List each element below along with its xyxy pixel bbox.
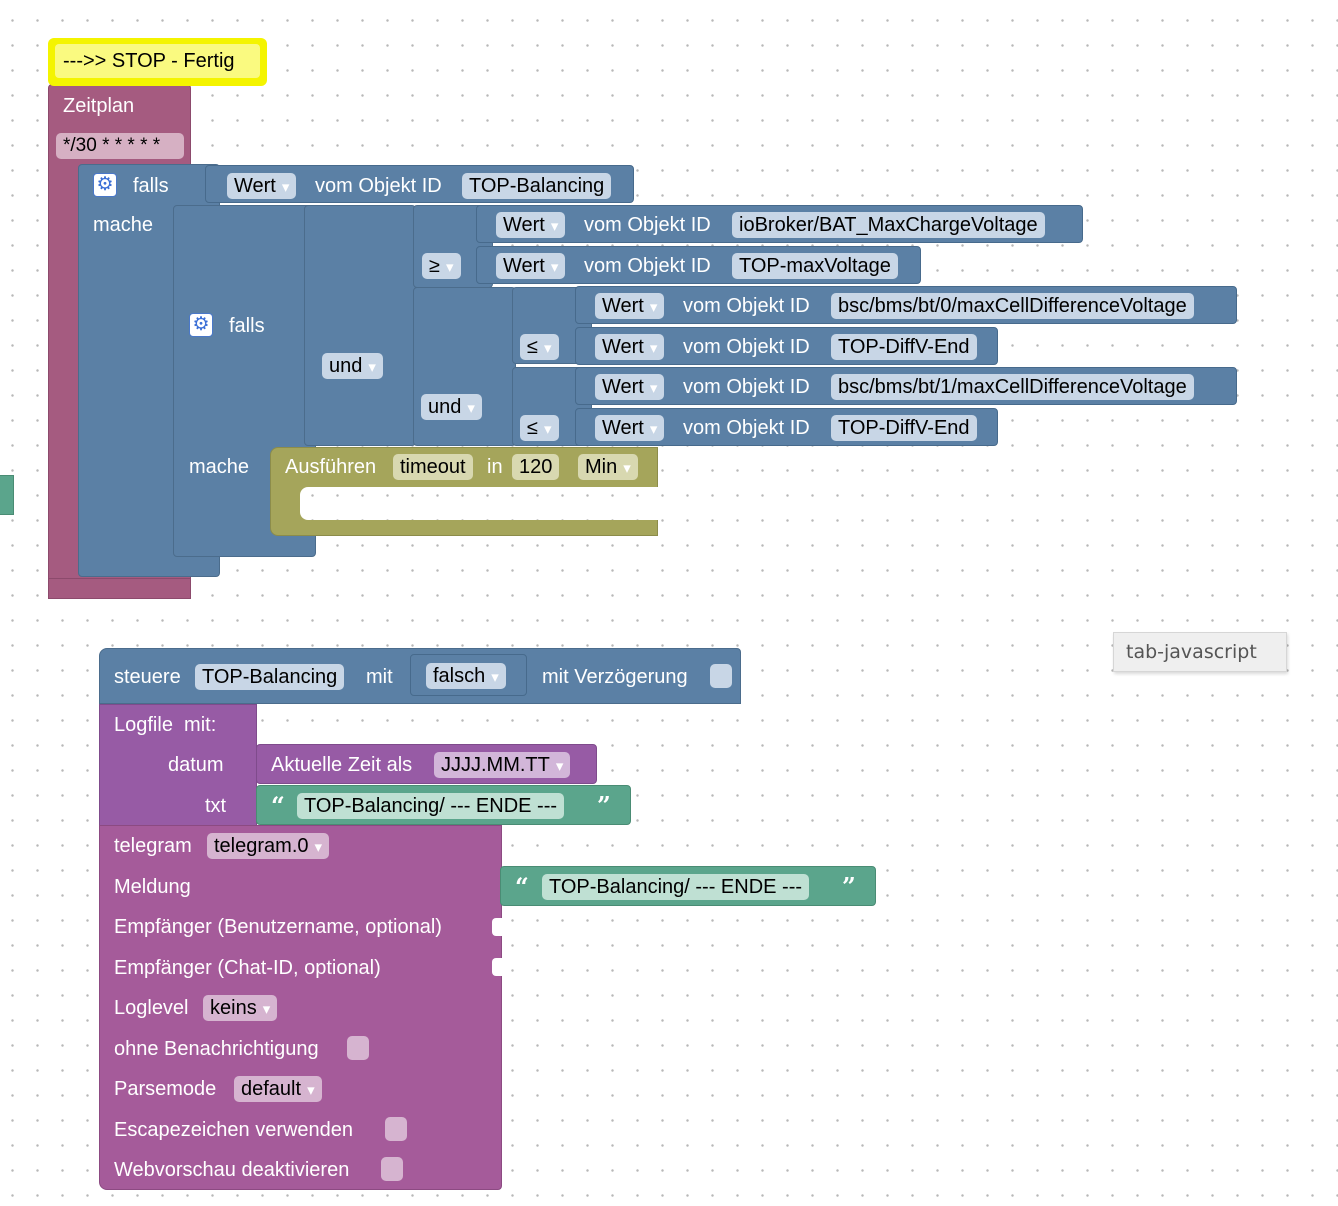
getvalue-label: vom Objekt ID	[315, 175, 442, 197]
date-block-label: Aktuelle Zeit als	[271, 754, 413, 776]
getvalue-label-2: vom Objekt ID	[584, 255, 711, 277]
if-outer-label: falls	[133, 175, 169, 197]
control-delay-checkbox[interactable]	[710, 664, 732, 688]
cron-field[interactable]: */30 * * * * *	[56, 133, 184, 159]
compare-operator-3[interactable]: ≤	[520, 415, 559, 441]
log-text-field[interactable]: TOP-Balancing/ --- ENDE ---	[297, 793, 565, 819]
offscreen-block[interactable]	[0, 475, 14, 515]
and-operator-1[interactable]: und	[322, 353, 383, 379]
if-inner-do-label: mache	[189, 456, 250, 478]
if-outer-do-label: mache	[93, 214, 154, 236]
logfile-title: Logfile mit:	[114, 714, 217, 736]
getvalue-mode-1[interactable]: Wert	[496, 212, 566, 238]
and-operator-2[interactable]: und	[421, 394, 482, 420]
quote-open-icon-2: “	[515, 872, 529, 901]
telegram-chat-label: Empfänger (Chat-ID, optional)	[114, 957, 381, 979]
getvalue-mode-2[interactable]: Wert	[496, 253, 566, 279]
compare-operator-1[interactable]: ≥	[422, 253, 461, 279]
telegram-chat-socket[interactable]	[492, 958, 502, 976]
timeout-value-field[interactable]: 120	[512, 454, 560, 480]
control-delay-label: mit Verzögerung	[542, 666, 688, 688]
date-format-dropdown[interactable]: JJJJ.MM.TT	[434, 752, 571, 778]
control-label: steuere	[114, 666, 181, 688]
getvalue-object-5[interactable]: bsc/bms/bt/1/maxCellDifferenceVoltage	[831, 374, 1194, 400]
getvalue-label-5: vom Objekt ID	[683, 376, 810, 398]
telegram-block[interactable]	[99, 825, 502, 1190]
telegram-user-socket[interactable]	[492, 918, 502, 936]
logfile-block[interactable]	[99, 704, 257, 826]
telegram-loglevel-label: Loglevel	[114, 997, 189, 1019]
telegram-preview-label: Webvorschau deaktivieren	[114, 1159, 350, 1181]
getvalue-label-6: vom Objekt ID	[683, 417, 810, 439]
telegram-preview-checkbox[interactable]	[381, 1157, 403, 1181]
schedule-comment-inner	[55, 44, 260, 78]
getvalue-mode-6[interactable]: Wert	[595, 415, 665, 441]
telegram-message-label: Meldung	[114, 876, 191, 898]
telegram-label: telegram	[114, 835, 192, 857]
schedule-title: Zeitplan	[63, 95, 135, 117]
quote-close-icon-2: ”	[842, 872, 856, 901]
telegram-escape-checkbox[interactable]	[385, 1117, 407, 1141]
getvalue-object-4[interactable]: TOP-DiffV-End	[831, 334, 977, 360]
if-outer-mutator-icon[interactable]: ⚙	[93, 173, 117, 197]
telegram-parsemode-dropdown[interactable]: default	[234, 1076, 322, 1102]
logfile-txt-label: txt	[205, 795, 227, 817]
and-block-2[interactable]	[413, 287, 516, 446]
quote-close-icon: ”	[597, 791, 611, 820]
logfile-date-label: datum	[168, 754, 224, 776]
telegram-parsemode-label: Parsemode	[114, 1078, 217, 1100]
getvalue-mode-5[interactable]: Wert	[595, 374, 665, 400]
telegram-escape-label: Escapezeichen verwenden	[114, 1119, 354, 1141]
getvalue-mode-3[interactable]: Wert	[595, 293, 665, 319]
if-inner-label: falls	[229, 315, 265, 337]
quote-open-icon: “	[271, 791, 285, 820]
telegram-instance-dropdown[interactable]: telegram.0	[207, 833, 330, 859]
telegram-loglevel-dropdown[interactable]: keins	[203, 995, 278, 1021]
if-inner-mutator-icon[interactable]: ⚙	[189, 313, 213, 337]
tooltip-text: tab-javascript	[1126, 641, 1257, 663]
timeout-block-slot	[300, 487, 658, 520]
and-block-1[interactable]	[304, 205, 416, 446]
telegram-silent-checkbox[interactable]	[347, 1036, 369, 1060]
telegram-message-field[interactable]: TOP-Balancing/ --- ENDE ---	[542, 874, 810, 900]
telegram-user-label: Empfänger (Benutzername, optional)	[114, 916, 442, 938]
getvalue-object-field[interactable]: TOP-Balancing	[462, 173, 612, 199]
getvalue-object-2[interactable]: TOP-maxVoltage	[732, 253, 898, 279]
getvalue-label-1: vom Objekt ID	[584, 214, 711, 236]
control-with-label: mit	[366, 666, 393, 688]
schedule-comment-text: --->> STOP - Fertig	[63, 50, 235, 72]
timeout-in-label: in	[487, 456, 503, 478]
getvalue-mode-dropdown[interactable]: Wert	[227, 173, 297, 199]
tooltip	[1113, 632, 1287, 672]
telegram-silent-label: ohne Benachrichtigung	[114, 1038, 319, 1060]
getvalue-mode-4[interactable]: Wert	[595, 334, 665, 360]
bool-value-dropdown[interactable]: falsch	[426, 663, 506, 689]
schedule-block-bottom	[48, 578, 191, 599]
getvalue-object-3[interactable]: bsc/bms/bt/0/maxCellDifferenceVoltage	[831, 293, 1194, 319]
timeout-unit-dropdown[interactable]: Min	[578, 454, 638, 480]
getvalue-object-6[interactable]: TOP-DiffV-End	[831, 415, 977, 441]
getvalue-label-4: vom Objekt ID	[683, 336, 810, 358]
timeout-name-field[interactable]: timeout	[393, 454, 473, 480]
getvalue-label-3: vom Objekt ID	[683, 295, 810, 317]
getvalue-object-1[interactable]: ioBroker/BAT_MaxChargeVoltage	[732, 212, 1045, 238]
compare-operator-2[interactable]: ≤	[520, 334, 559, 360]
timeout-label: Ausführen	[285, 456, 377, 478]
control-object-field[interactable]: TOP-Balancing	[195, 664, 345, 690]
